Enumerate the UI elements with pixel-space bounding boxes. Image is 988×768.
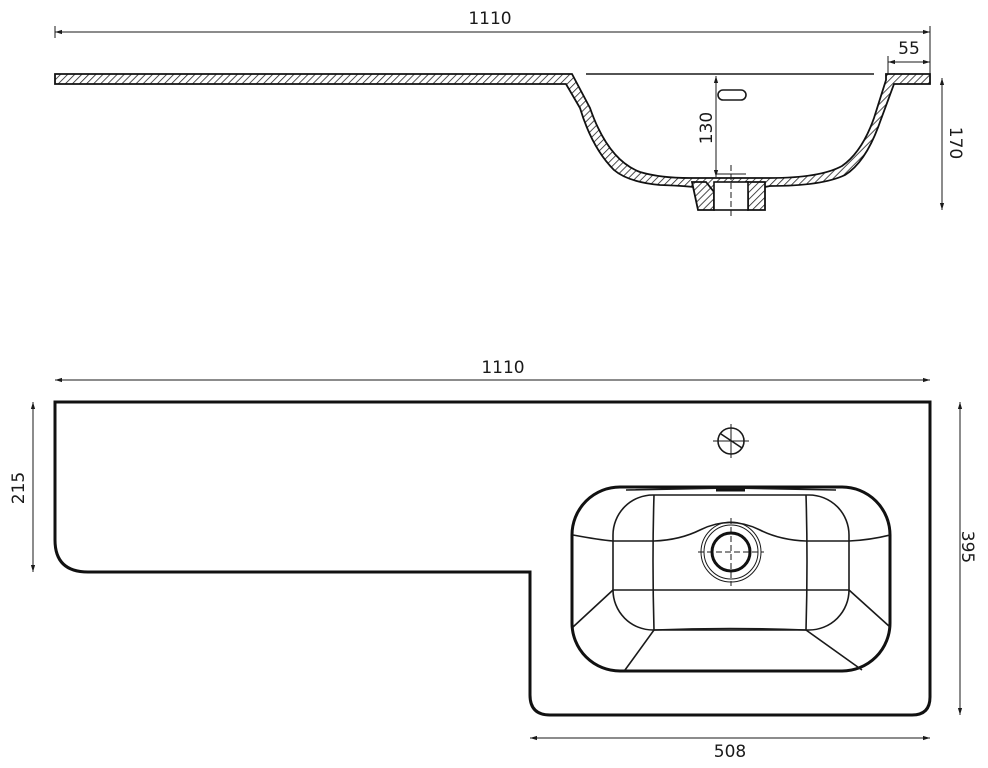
dimension-label-section-length: 1110: [468, 9, 511, 29]
dimension-label-basin-depth: 130: [697, 112, 717, 144]
dimension-label-rim-width: 55: [898, 39, 920, 59]
countertop-outline: [53, 400, 932, 717]
drain: [700, 521, 762, 583]
basin: [570, 485, 892, 673]
dimension-label-basin-section: 508: [714, 742, 746, 762]
countertop-section: [54, 73, 931, 197]
dimension-label-plan-length: 1110: [481, 358, 524, 378]
section-view: 1110 130 55 170: [54, 9, 965, 218]
dimension-label-total-height: 170: [945, 127, 965, 159]
plan-view: 1110 215 395 508: [9, 358, 977, 762]
dimension-label-left-depth: 215: [9, 472, 29, 504]
overflow-slot: [717, 89, 747, 101]
dimension-label-total-depth: 395: [957, 531, 977, 563]
tap-hole: [713, 424, 749, 458]
